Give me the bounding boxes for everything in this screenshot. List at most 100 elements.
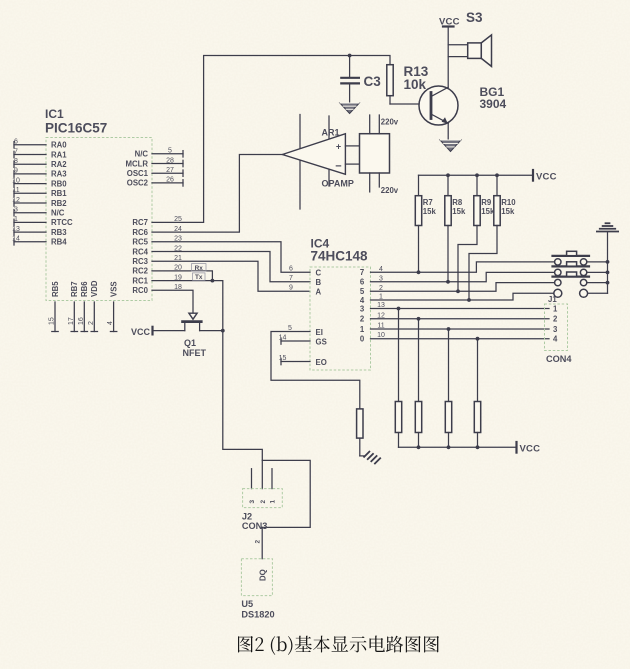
q1-type: NFET [183, 348, 207, 358]
r7-value: 15k [423, 207, 437, 216]
pin-name: 0 [360, 335, 365, 344]
pin-number: 2 [553, 315, 558, 324]
pin-number: 12 [12, 197, 20, 204]
pin-name: OSC1 [127, 169, 149, 178]
pin-name: RC0 [132, 286, 148, 295]
pin-number: 3 [249, 500, 256, 504]
u5-ref: U5 [241, 599, 253, 609]
r9-value: 15k [481, 207, 495, 216]
j2-body [242, 488, 283, 509]
pin-number: 12 [377, 312, 385, 319]
earth-icon [359, 450, 382, 465]
pin-name: 4 [360, 296, 365, 305]
vcc-label: VCC [439, 17, 460, 28]
pin-name: RC7 [132, 218, 148, 227]
pin-name: A [316, 287, 322, 296]
pin-number: 1 [270, 500, 277, 504]
c3-ref: C3 [364, 74, 382, 89]
key-switches [551, 231, 610, 299]
pin-number: 3 [14, 207, 18, 214]
r8-ref: R8 [452, 198, 463, 207]
junction-dot [446, 327, 451, 331]
j2-ref: J2 [242, 512, 252, 522]
pin-number: 11 [12, 187, 19, 194]
ic1-ref: IC1 [45, 107, 64, 121]
j2-type: CON3 [242, 521, 268, 531]
junction-dot [495, 173, 499, 178]
pin-name: VSS [109, 281, 118, 297]
pin-number: 10 [377, 332, 385, 339]
pin-name: RB4 [51, 238, 67, 247]
pin-number: 14 [279, 335, 287, 342]
pin-name: RA0 [51, 141, 67, 150]
pin-name: OSC2 [127, 179, 149, 188]
vcc-top: VCC [439, 17, 460, 28]
pin-name: 1 [360, 325, 365, 334]
pin-number: 1 [553, 304, 558, 313]
pin-name: EI [316, 328, 323, 337]
ic4-74hc148: IC4 74HC148 C 6 B 7 A 9 EI 5 GS 14 EO 15… [279, 237, 385, 371]
j1-ref: J1 [548, 295, 557, 304]
opamp-plus-icon: + [336, 142, 341, 152]
r10-ref: R10 [501, 198, 516, 207]
r7-ref: R7 [423, 198, 433, 207]
s3-speaker: S3 [447, 10, 493, 68]
ic1-part: PIC16C57 [45, 121, 107, 136]
pin-number: 8 [14, 158, 18, 165]
pin-number: 22 [174, 245, 182, 252]
bottom-resistors: VCC [394, 306, 541, 455]
pin-name: N/C [51, 209, 65, 218]
ei-pulldown [270, 330, 382, 465]
pin-name: RB7 [70, 281, 79, 297]
caption [238, 635, 440, 655]
pin-name: 5 [360, 287, 365, 296]
pin-number: 2 [88, 321, 95, 325]
ic4-ref: IC4 [311, 237, 330, 251]
pin-name: 6 [360, 278, 365, 287]
pin-name: N/C [135, 150, 149, 159]
pin-name: MCLR [125, 159, 148, 168]
pin-number: 26 [166, 177, 174, 184]
pin-name: DQ [259, 569, 268, 581]
s3-ref: S3 [466, 10, 483, 25]
r9-ref: R9 [481, 198, 492, 207]
pin-number: 18 [174, 284, 182, 291]
j1-type: CON4 [546, 354, 572, 364]
junction-dot [416, 270, 421, 275]
pin-number: 9 [289, 284, 293, 291]
pin-name: RC1 [132, 276, 148, 285]
ar1-type: OPAMP [322, 179, 354, 189]
pin-name: RC5 [132, 238, 148, 247]
pin-number: 6 [289, 265, 293, 272]
pin-number: 17 [68, 317, 75, 325]
pin-number: 2 [255, 540, 262, 544]
ground-icon-bg1 [438, 139, 463, 153]
pin-name: RC2 [132, 267, 148, 276]
transformer-220v: 220v 220v [358, 114, 399, 195]
pin-number: 7 [14, 148, 18, 155]
pin-number: 14 [12, 236, 20, 243]
pin-number: 15 [49, 317, 56, 325]
ground-icon-switches [596, 222, 619, 233]
pin-number: 6 [14, 139, 18, 146]
pin-number: 1 [379, 294, 383, 301]
pin-number: 4 [553, 335, 558, 344]
r13-value: 10k [404, 77, 427, 92]
pin-name: 7 [360, 268, 364, 277]
vcc-label-right: VCC [536, 172, 557, 183]
ar1-opamp: + − AR1 OPAMP [280, 113, 361, 210]
pin-number: 23 [174, 236, 182, 243]
ic1-body [45, 137, 153, 301]
ic1-pic16c57: IC1 PIC16C57 RA0 6 RA1 7 RA2 8 RA3 9 RB0… [12, 107, 184, 333]
bg1-value: 3904 [480, 97, 507, 111]
vcc-label-bottom: VCC [520, 444, 541, 455]
junction-dot [446, 173, 450, 178]
ground-icon-c3 [338, 102, 361, 115]
j1-con4: J1 1 2 3 4 CON4 [544, 295, 572, 364]
pin-name: EO [316, 358, 327, 367]
pin-number: 3 [379, 275, 383, 282]
pin-name: RB6 [80, 281, 89, 297]
pin-number: 1 [14, 216, 18, 223]
pin-name: RB2 [51, 199, 67, 208]
